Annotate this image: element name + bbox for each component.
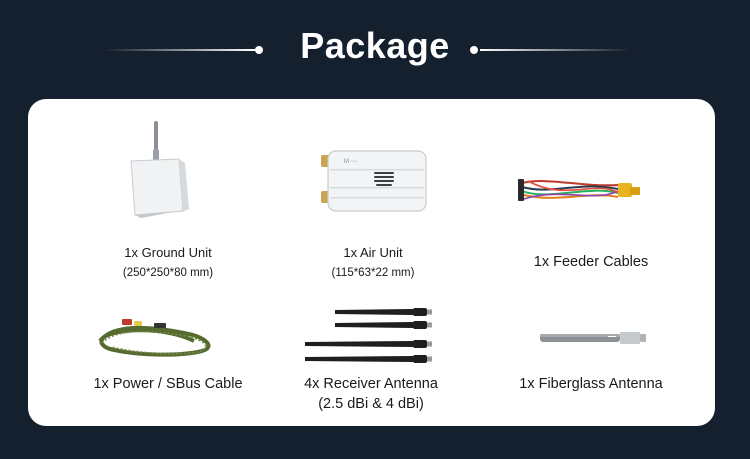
air-unit-image: M ◦◦◦: [321, 150, 427, 212]
air-unit-label: 1x Air Unit: [343, 245, 403, 260]
header-dot-right: [470, 46, 478, 54]
receiver-antenna-label: 4x Receiver Antenna: [304, 376, 438, 392]
air-unit-dimensions: (115*63*22 mm): [331, 267, 415, 279]
receiver-antennas-image: [305, 308, 432, 363]
ground-unit-image: [130, 121, 189, 218]
header-divider-left: [105, 49, 255, 51]
page-title: Package: [300, 25, 450, 66]
header-dot-left: [255, 46, 263, 54]
ground-unit-dimensions: (250*250*80 mm): [122, 267, 214, 279]
fiberglass-antenna-label: 1x Fiberglass Antenna: [519, 376, 663, 392]
receiver-antenna-gain: (2.5 dBi & 4 dBi): [318, 396, 424, 412]
power-sbus-cable-image: [98, 319, 211, 357]
header-divider-right: [480, 49, 630, 51]
package-card: 1x Ground Unit (250*250*80 mm) M ◦◦◦ 1x …: [28, 99, 715, 426]
svg-text:M ◦◦◦: M ◦◦◦: [344, 159, 357, 165]
feeder-cables-image: [518, 179, 640, 201]
fiberglass-antenna-image: [540, 332, 646, 344]
ground-unit-label: 1x Ground Unit: [124, 245, 212, 260]
page-header: Package: [0, 0, 750, 100]
power-sbus-cable-label: 1x Power / SBus Cable: [93, 376, 243, 392]
feeder-cables-label: 1x Feeder Cables: [533, 254, 649, 270]
